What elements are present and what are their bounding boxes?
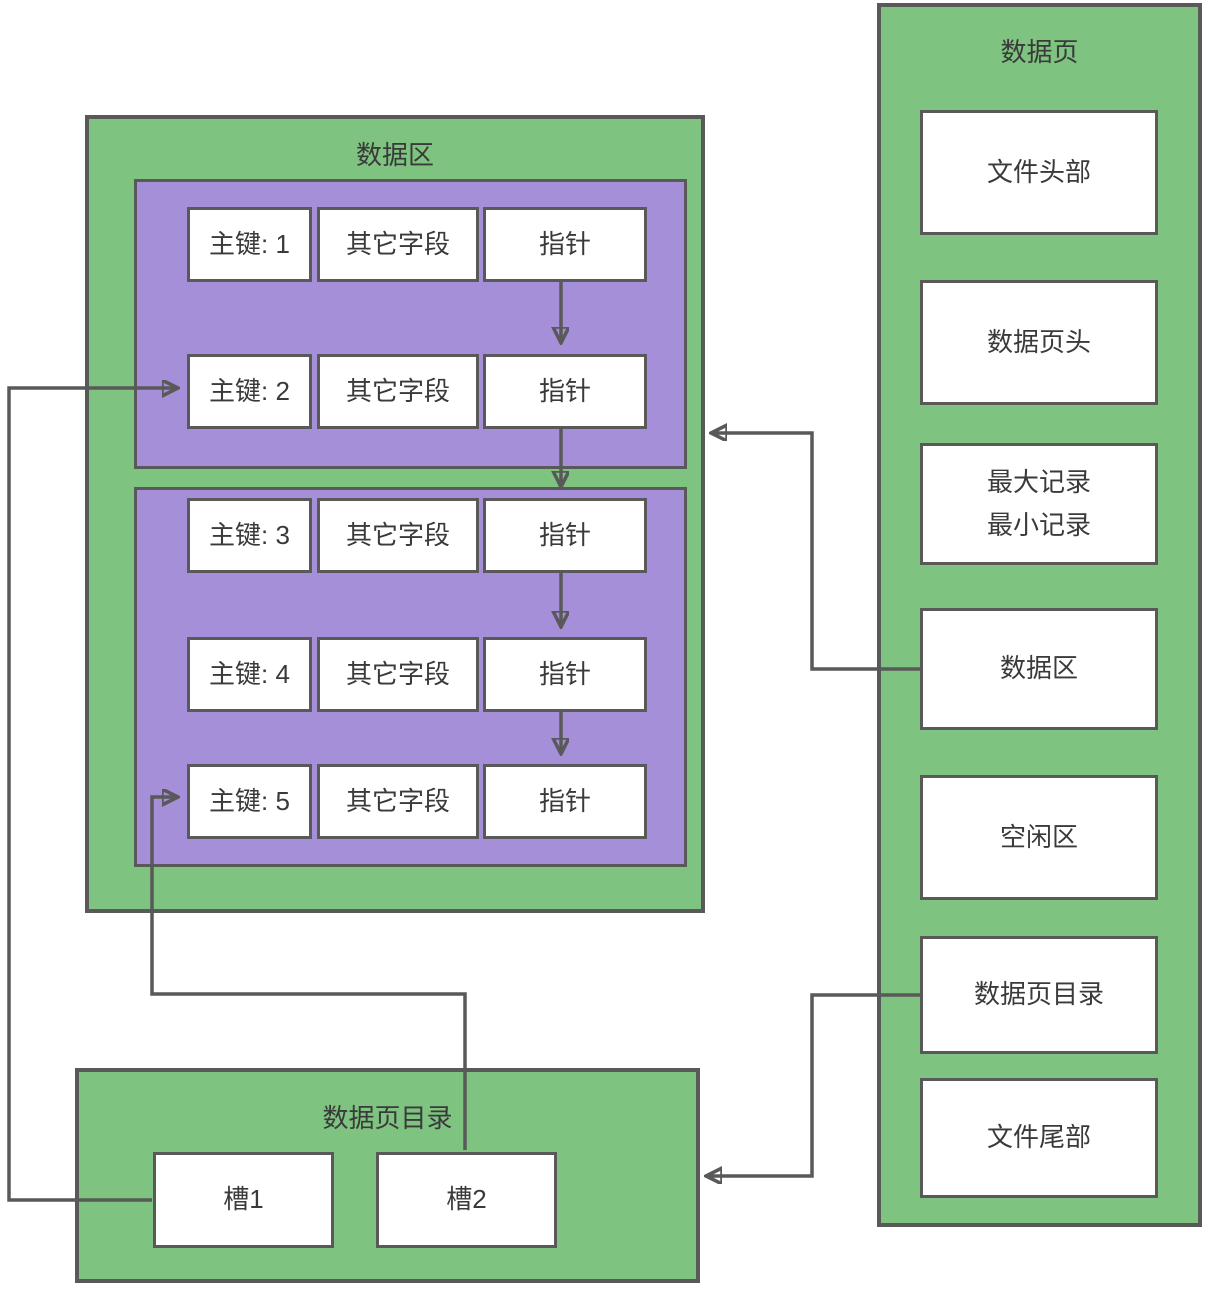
record-row-3: 主键: 3 其它字段 指针 <box>137 498 684 573</box>
record-row-4: 主键: 4 其它字段 指针 <box>137 637 684 712</box>
record-key: 主键: 5 <box>187 764 312 839</box>
record-row-5: 主键: 5 其它字段 指针 <box>137 764 684 839</box>
record-key: 主键: 2 <box>187 354 312 429</box>
page-directory-title: 数据页目录 <box>322 1103 453 1133</box>
slot-1: 槽1 <box>153 1152 334 1248</box>
section-page-directory: 数据页目录 <box>920 936 1158 1054</box>
section-data-area: 数据区 <box>920 608 1158 730</box>
data-page-panel: 数据页 文件头部 数据页头 最大记录 最小记录 数据区 空闲区 数据页目录 文件… <box>877 3 1202 1227</box>
data-area-title: 数据区 <box>355 140 434 170</box>
record-group-1: 主键: 1 其它字段 指针 主键: 2 其它字段 指针 <box>134 179 687 469</box>
slot-2: 槽2 <box>376 1152 557 1248</box>
record-fields: 其它字段 <box>317 498 479 573</box>
section-page-header: 数据页头 <box>920 280 1158 405</box>
section-free-area: 空闲区 <box>920 775 1158 900</box>
record-pointer: 指针 <box>483 637 647 712</box>
section-max-min-record: 最大记录 最小记录 <box>920 443 1158 565</box>
page-directory-box: 数据页目录 槽1 槽2 <box>75 1068 700 1283</box>
section-file-header: 文件头部 <box>920 110 1158 235</box>
section-file-trailer: 文件尾部 <box>920 1078 1158 1198</box>
record-fields: 其它字段 <box>317 354 479 429</box>
max-record-label: 最大记录 <box>986 467 1091 498</box>
record-pointer: 指针 <box>483 354 647 429</box>
record-key: 主键: 3 <box>187 498 312 573</box>
record-fields: 其它字段 <box>317 637 479 712</box>
data-area-box: 数据区 主键: 1 其它字段 指针 主键: 2 其它字段 指针 主键: 3 其它… <box>85 115 705 913</box>
record-pointer: 指针 <box>483 764 647 839</box>
min-record-label: 最小记录 <box>986 510 1091 540</box>
record-pointer: 指针 <box>483 498 647 573</box>
data-page-title: 数据页 <box>1000 37 1079 67</box>
record-key: 主键: 1 <box>187 207 312 282</box>
record-fields: 其它字段 <box>317 764 479 839</box>
record-fields: 其它字段 <box>317 207 479 282</box>
record-pointer: 指针 <box>483 207 647 282</box>
record-key: 主键: 4 <box>187 637 312 712</box>
record-group-2: 主键: 3 其它字段 指针 主键: 4 其它字段 指针 主键: 5 其它字段 指… <box>134 487 687 867</box>
record-row-2: 主键: 2 其它字段 指针 <box>137 354 684 429</box>
record-row-1: 主键: 1 其它字段 指针 <box>137 207 684 282</box>
